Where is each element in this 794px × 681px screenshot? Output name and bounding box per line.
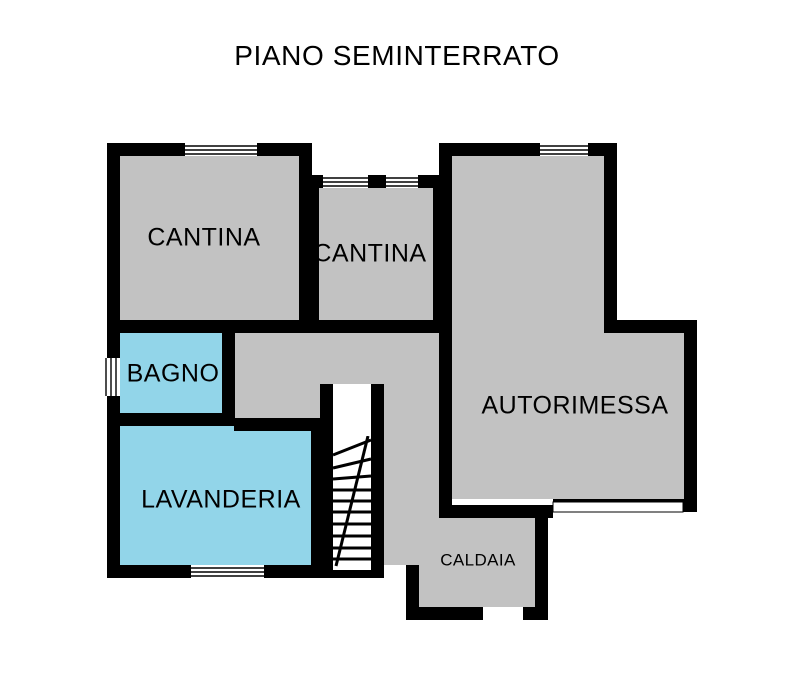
wall-caldaia-top xyxy=(406,505,553,518)
wall-stair-left xyxy=(320,378,333,570)
door-hall-bottom[interactable] xyxy=(384,565,406,578)
stair-landing xyxy=(333,384,371,436)
door-autorimessa-bottom[interactable] xyxy=(552,501,684,513)
wall-caldaia-right xyxy=(535,505,548,620)
label-autorimessa: AUTORIMESSA xyxy=(481,392,668,420)
room-cantina-1[interactable] xyxy=(120,156,299,320)
window-bagno-left xyxy=(103,358,120,396)
openings xyxy=(103,143,684,620)
label-cantina-2: CANTINA xyxy=(313,240,426,268)
wall-hall-right-upper xyxy=(439,143,452,333)
wall-autorimessa-right xyxy=(684,320,697,512)
window-cantina2-top-a xyxy=(323,175,368,188)
wall-cantina2-bottom xyxy=(306,320,452,333)
wall-autorimessa-top xyxy=(439,143,617,156)
wall-lavanderia-top-right xyxy=(234,418,318,431)
room-fills xyxy=(120,156,684,607)
page-title: PIANO SEMINTERRATO xyxy=(234,40,560,71)
wall-bagno-bottom xyxy=(107,413,235,426)
label-bagno: BAGNO xyxy=(127,360,220,388)
jamb-cantina2-door xyxy=(421,322,452,333)
stair-treads xyxy=(332,438,372,561)
wall-bagno-right xyxy=(222,333,235,418)
label-lavanderia: LAVANDERIA xyxy=(141,486,301,514)
label-cantina-1: CANTINA xyxy=(147,224,260,252)
window-cantina1-top xyxy=(185,143,257,156)
room-labels: CANTINA CANTINA AUTORIMESSA BAGNO LAVAND… xyxy=(127,224,668,570)
jamb-bagno-door xyxy=(222,413,238,426)
wall-caldaia-bottom xyxy=(406,607,548,620)
room-caldaia[interactable] xyxy=(419,518,535,607)
staircase[interactable] xyxy=(332,384,372,570)
wall-cantina1-bottom xyxy=(107,320,312,333)
wall-autorimessa-step xyxy=(604,320,697,333)
label-caldaia: CALDAIA xyxy=(440,550,516,569)
wall-stair-right xyxy=(371,378,384,570)
wall-cantina2-left xyxy=(306,175,319,333)
room-cantina-2[interactable] xyxy=(319,188,433,320)
jamb-cantina1-door xyxy=(282,322,304,333)
window-lavanderia-bottom xyxy=(191,565,264,578)
room-bagno[interactable] xyxy=(120,333,222,413)
window-cantina2-top-b xyxy=(386,175,418,188)
window-autorimessa-top xyxy=(540,143,588,156)
room-lavanderia[interactable] xyxy=(120,426,311,565)
stair-stringer xyxy=(334,435,370,567)
wall-autorimessa-upper-right xyxy=(604,143,617,330)
room-autorimessa[interactable] xyxy=(452,156,684,499)
door-caldaia-bottom[interactable] xyxy=(483,607,523,620)
